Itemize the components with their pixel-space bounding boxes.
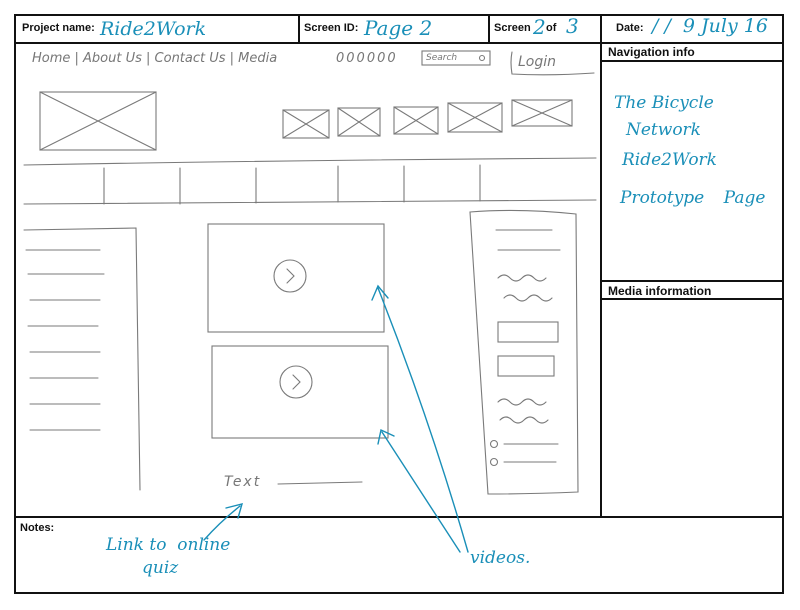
header-sep-3: [600, 14, 602, 42]
screen-id-value: Page 2: [364, 16, 433, 40]
media-title-divider: [600, 298, 784, 300]
header-sep-2: [488, 14, 490, 42]
login-label: Login: [518, 54, 557, 70]
videos-note: videos.: [470, 548, 531, 568]
screen-number: 2: [533, 15, 546, 39]
header-sep-1: [298, 14, 300, 42]
video-1-sketch: [207, 223, 385, 333]
nav-title-divider: [600, 60, 784, 62]
tab-bar-sketch: [23, 157, 597, 205]
video-1-arrow: [377, 287, 469, 553]
quiz-link-arrow: [203, 505, 241, 541]
site-nav-menu: Home | About Us | Contact Us | Media: [32, 51, 278, 66]
quiz-link-note-line-1: Link to online: [106, 535, 231, 555]
nav-info-line-2: Network: [626, 120, 701, 140]
notes-label: Notes:: [20, 522, 55, 534]
hit-counter: 000000: [336, 51, 398, 66]
notes-divider: [14, 516, 784, 518]
navigation-info-title: Navigation info: [608, 45, 695, 59]
video-2-arrow-head: [377, 428, 395, 445]
date-value: / / 9 July 16: [652, 15, 768, 37]
text-placeholder-label: Text: [224, 474, 262, 490]
nav-info-line-1: The Bicycle: [614, 93, 714, 113]
screen-of-label: of: [546, 22, 557, 34]
video-2-sketch: [211, 345, 389, 439]
banner-image-placeholders: [282, 99, 573, 139]
project-name-value: Ride2Work: [100, 18, 207, 40]
media-information-title: Media information: [608, 284, 712, 298]
screen-label: Screen: [494, 22, 531, 34]
left-sidebar-sketch: [23, 227, 141, 491]
video-2-arrow: [381, 431, 461, 553]
wireframe-form: [14, 14, 784, 594]
text-line-sketch: [277, 481, 363, 485]
header-divider: [14, 42, 784, 44]
annotation-arrows: [203, 284, 469, 553]
nav-info-line-3: Ride2Work: [622, 150, 717, 170]
video-1-arrow-head: [371, 284, 389, 301]
right-sidebar-sketch: [469, 209, 579, 495]
screen-id-label: Screen ID:: [304, 22, 359, 34]
login-box-sketch: [510, 51, 595, 76]
search-icon: [478, 54, 486, 62]
screen-total: 3: [566, 14, 579, 38]
quiz-link-note-line-2: quiz: [142, 558, 179, 578]
media-section-divider: [600, 280, 784, 282]
nav-info-line-4: Prototype Page: [620, 188, 766, 208]
quiz-link-arrow-head: [225, 503, 244, 519]
project-name-label: Project name:: [22, 22, 95, 34]
date-label: Date:: [616, 22, 644, 34]
search-box-sketch: [421, 50, 491, 66]
logo-placeholder: [39, 91, 157, 151]
search-label: Search: [426, 53, 458, 63]
